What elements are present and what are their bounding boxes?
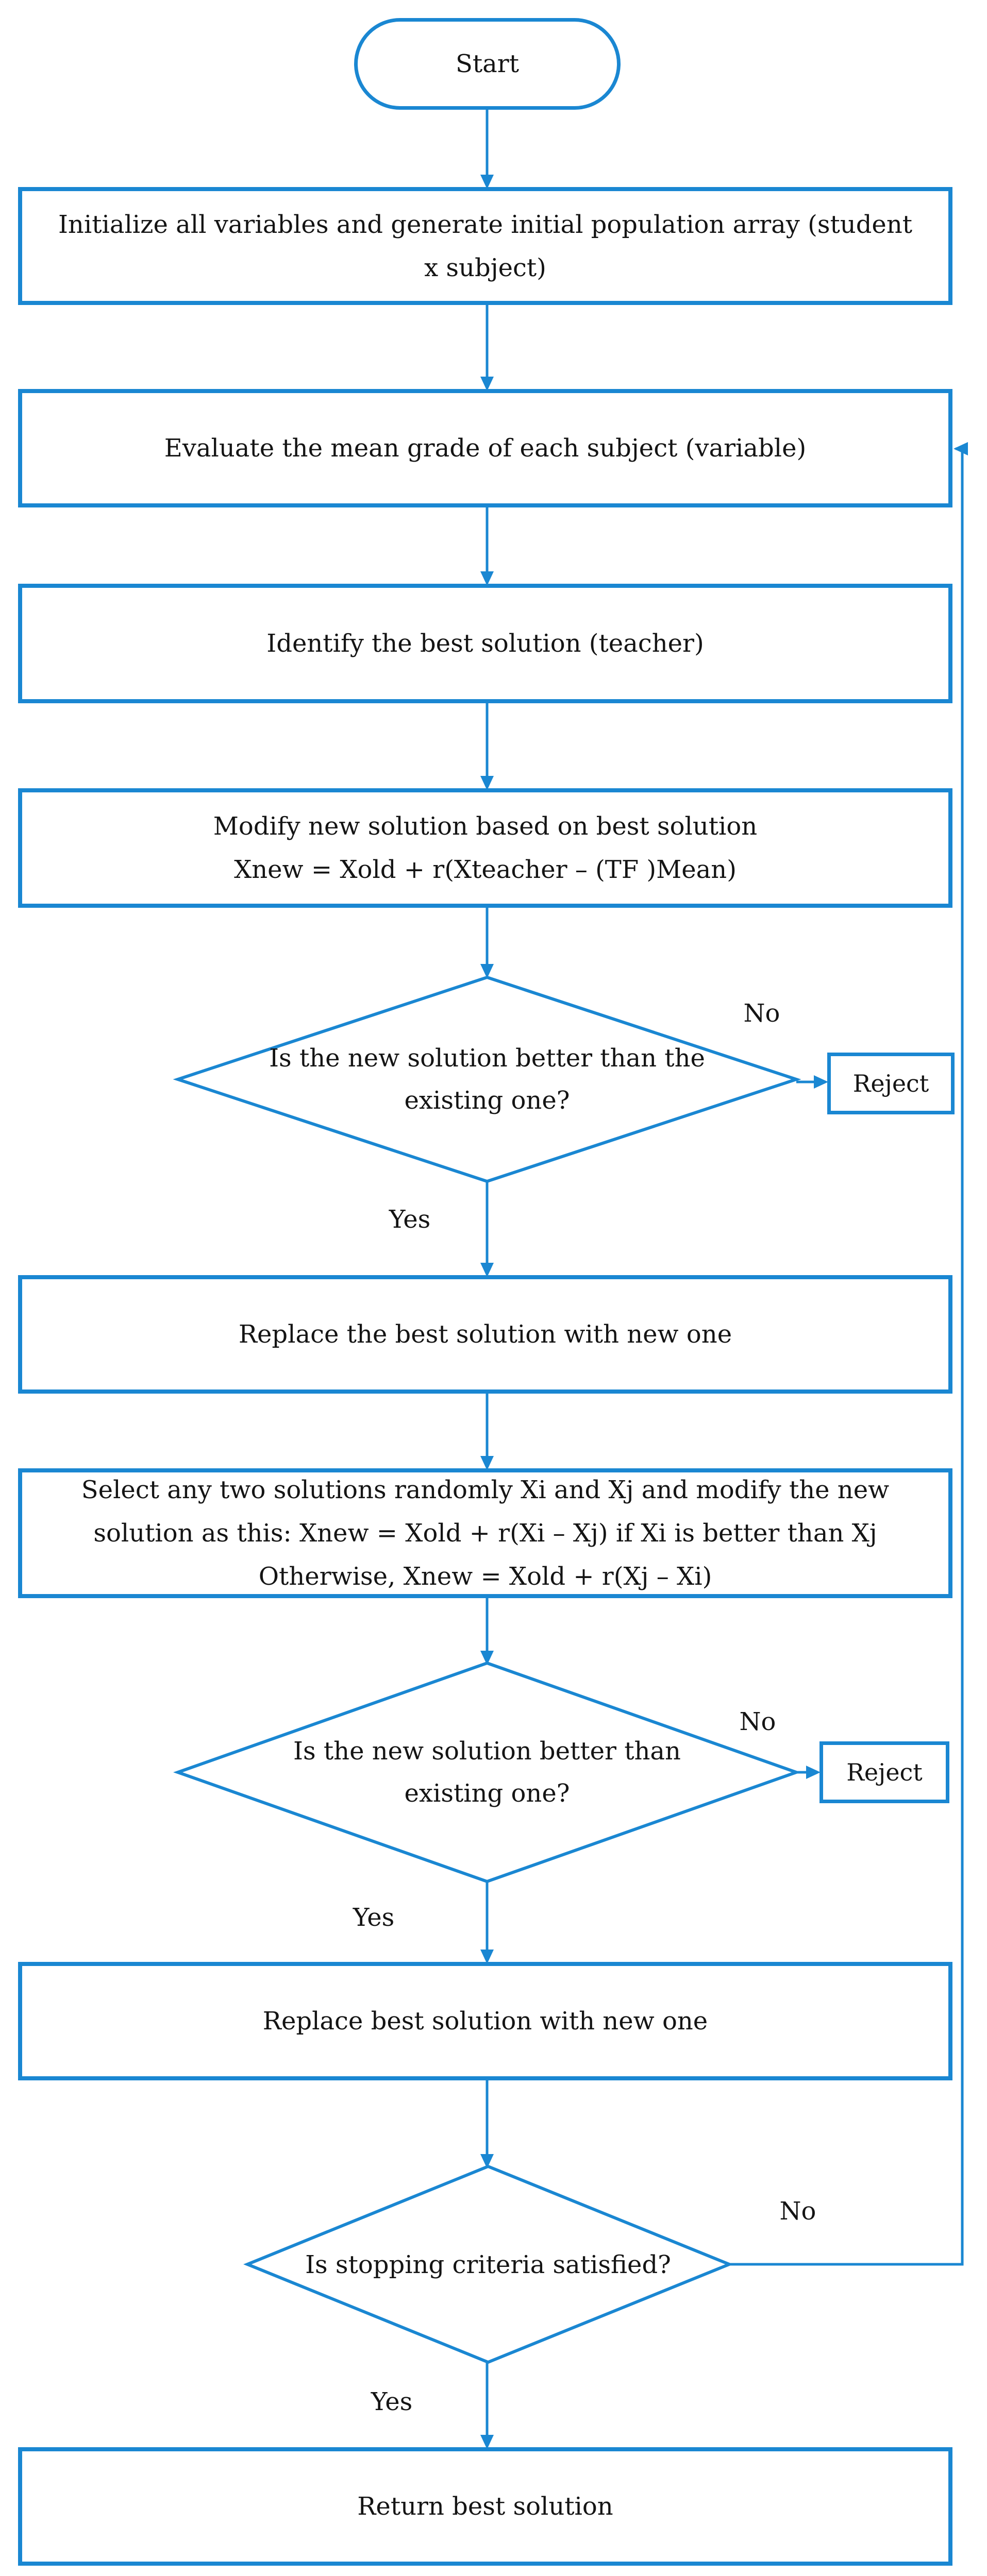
node-reject2-label: Reject (846, 1758, 923, 1786)
node-replace2-label: Replace best solution with new one (262, 2007, 708, 2036)
decision3-label: Is stopping criteria satisfied? (205, 2244, 772, 2286)
arrowhead-left-icon (953, 442, 968, 455)
node-return: Return best solution (18, 2447, 952, 2566)
node-select-line3: Otherwise, Xnew = Xold + r(Xj – Xi) (258, 1562, 712, 1591)
edge-label-yes3: Yes (371, 2387, 413, 2416)
decision1-diamond (173, 975, 801, 1183)
node-select-line1: Select any two solutions randomly Xi and… (81, 1476, 890, 1504)
arrowhead-right-icon (806, 1766, 821, 1779)
arrowhead-down-icon (480, 1456, 494, 1470)
arrowhead-down-icon (480, 2435, 494, 2449)
decision2-diamond (173, 1661, 801, 1884)
edge-label-no2: No (739, 1707, 776, 1736)
node-reject1: Reject (827, 1053, 955, 1114)
decision2-line1: Is the new solution better than (293, 1737, 681, 1766)
node-initialize-line2: x subject) (424, 253, 546, 282)
decision3-diamond (243, 2164, 733, 2364)
node-modify-line2: Xnew = Xold + r(Xteacher – (TF )Mean) (234, 855, 737, 884)
arrowhead-down-icon (480, 175, 494, 189)
decision2-line2: existing one? (404, 1779, 570, 1808)
node-reject2: Reject (819, 1741, 949, 1803)
node-initialize-line1: Initialize all variables and generate in… (58, 210, 913, 239)
arrowhead-down-icon (480, 1950, 494, 1964)
edge-label-yes1: Yes (389, 1205, 431, 1234)
node-reject1-label: Reject (852, 1070, 929, 1097)
node-replace2: Replace best solution with new one (18, 1962, 952, 2080)
node-evaluate: Evaluate the mean grade of each subject … (18, 389, 952, 507)
arrowhead-down-icon (480, 377, 494, 391)
node-identify-label: Identify the best solution (teacher) (266, 629, 704, 658)
node-return-label: Return best solution (357, 2492, 613, 2521)
arrowhead-down-icon (480, 1263, 494, 1277)
arrowhead-down-icon (480, 964, 494, 978)
edge-label-yes2: Yes (353, 1903, 395, 1932)
node-select: Select any two solutions randomly Xi and… (18, 1468, 952, 1598)
node-modify-line1: Modify new solution based on best soluti… (213, 812, 758, 841)
decision2-label: Is the new solution better than existing… (204, 1730, 771, 1815)
arrowhead-right-icon (814, 1075, 828, 1089)
node-start-label: Start (455, 49, 520, 78)
node-modify: Modify new solution based on best soluti… (18, 788, 952, 908)
arrowhead-down-icon (480, 2154, 494, 2168)
decision1-label: Is the new solution better than the exis… (204, 1037, 771, 1122)
edge-label-no1: No (743, 999, 780, 1028)
arrowhead-down-icon (480, 571, 494, 586)
node-evaluate-label: Evaluate the mean grade of each subject … (164, 434, 807, 463)
node-identify: Identify the best solution (teacher) (18, 584, 952, 703)
node-initialize: Initialize all variables and generate in… (18, 187, 952, 305)
node-start: Start (354, 18, 621, 110)
decision1-line1: Is the new solution better than the (269, 1044, 705, 1073)
edge-label-no3: No (779, 2197, 816, 2226)
node-replace1-label: Replace the best solution with new one (238, 1320, 732, 1349)
arrowhead-down-icon (480, 776, 494, 790)
node-select-line2: solution as this: Xnew = Xold + r(Xi – X… (93, 1519, 877, 1548)
decision1-line2: existing one? (404, 1086, 570, 1115)
decision3-line1: Is stopping criteria satisfied? (305, 2250, 671, 2279)
node-replace1: Replace the best solution with new one (18, 1275, 952, 1394)
arrowhead-down-icon (480, 1651, 494, 1665)
